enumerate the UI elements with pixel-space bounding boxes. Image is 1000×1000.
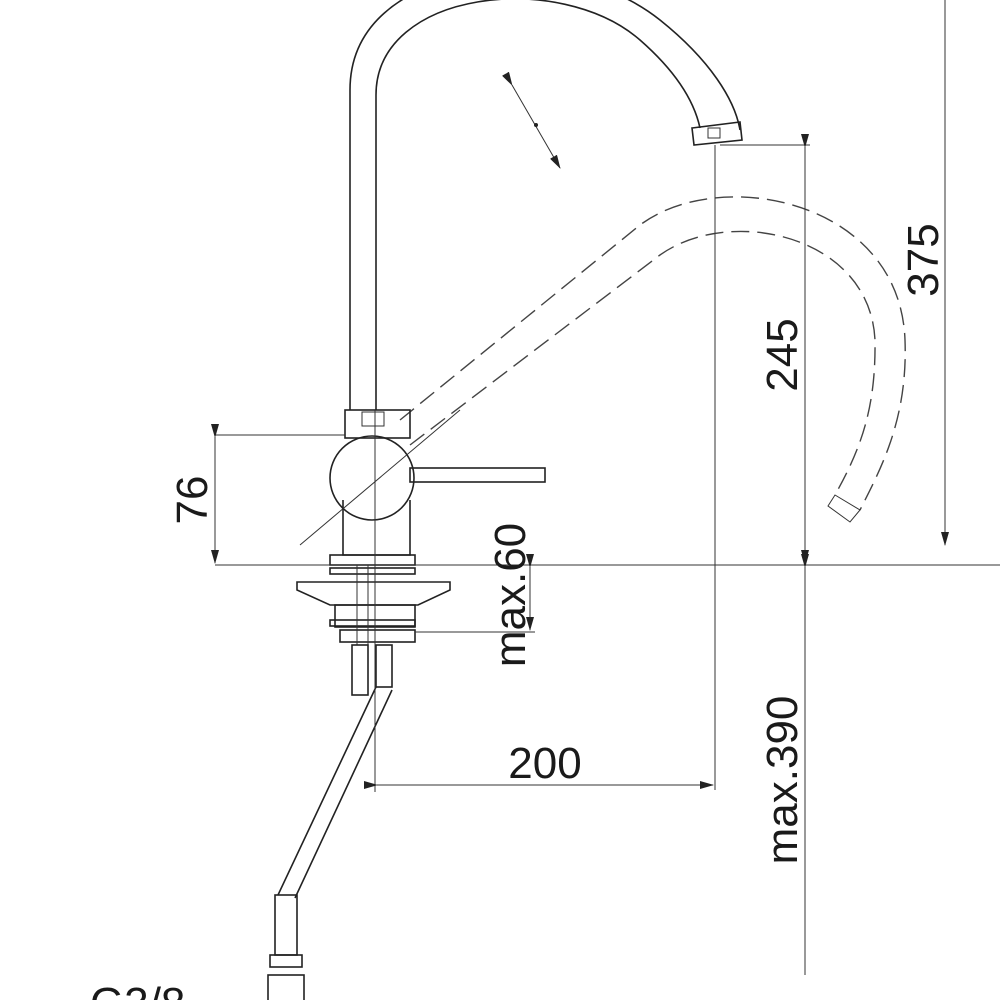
faucet-body (299, 409, 546, 566)
dim-76-label: 76 (168, 476, 217, 525)
rotation-arrow-icon (502, 71, 561, 169)
thread-label: G3/8 (90, 979, 185, 1000)
dim-max60-label: max.60 (486, 523, 535, 667)
mounting-kit (296, 565, 451, 696)
lever-handle (409, 467, 546, 483)
supply-hose (267, 686, 393, 1000)
spout-rotated-position (399, 196, 906, 523)
dim-max390-label: max.390 (758, 696, 807, 865)
spout (349, 0, 743, 410)
dim-200-label: 200 (508, 739, 581, 788)
dim-375-label: 375 (899, 223, 948, 296)
dim-245-label: 245 (758, 318, 807, 391)
